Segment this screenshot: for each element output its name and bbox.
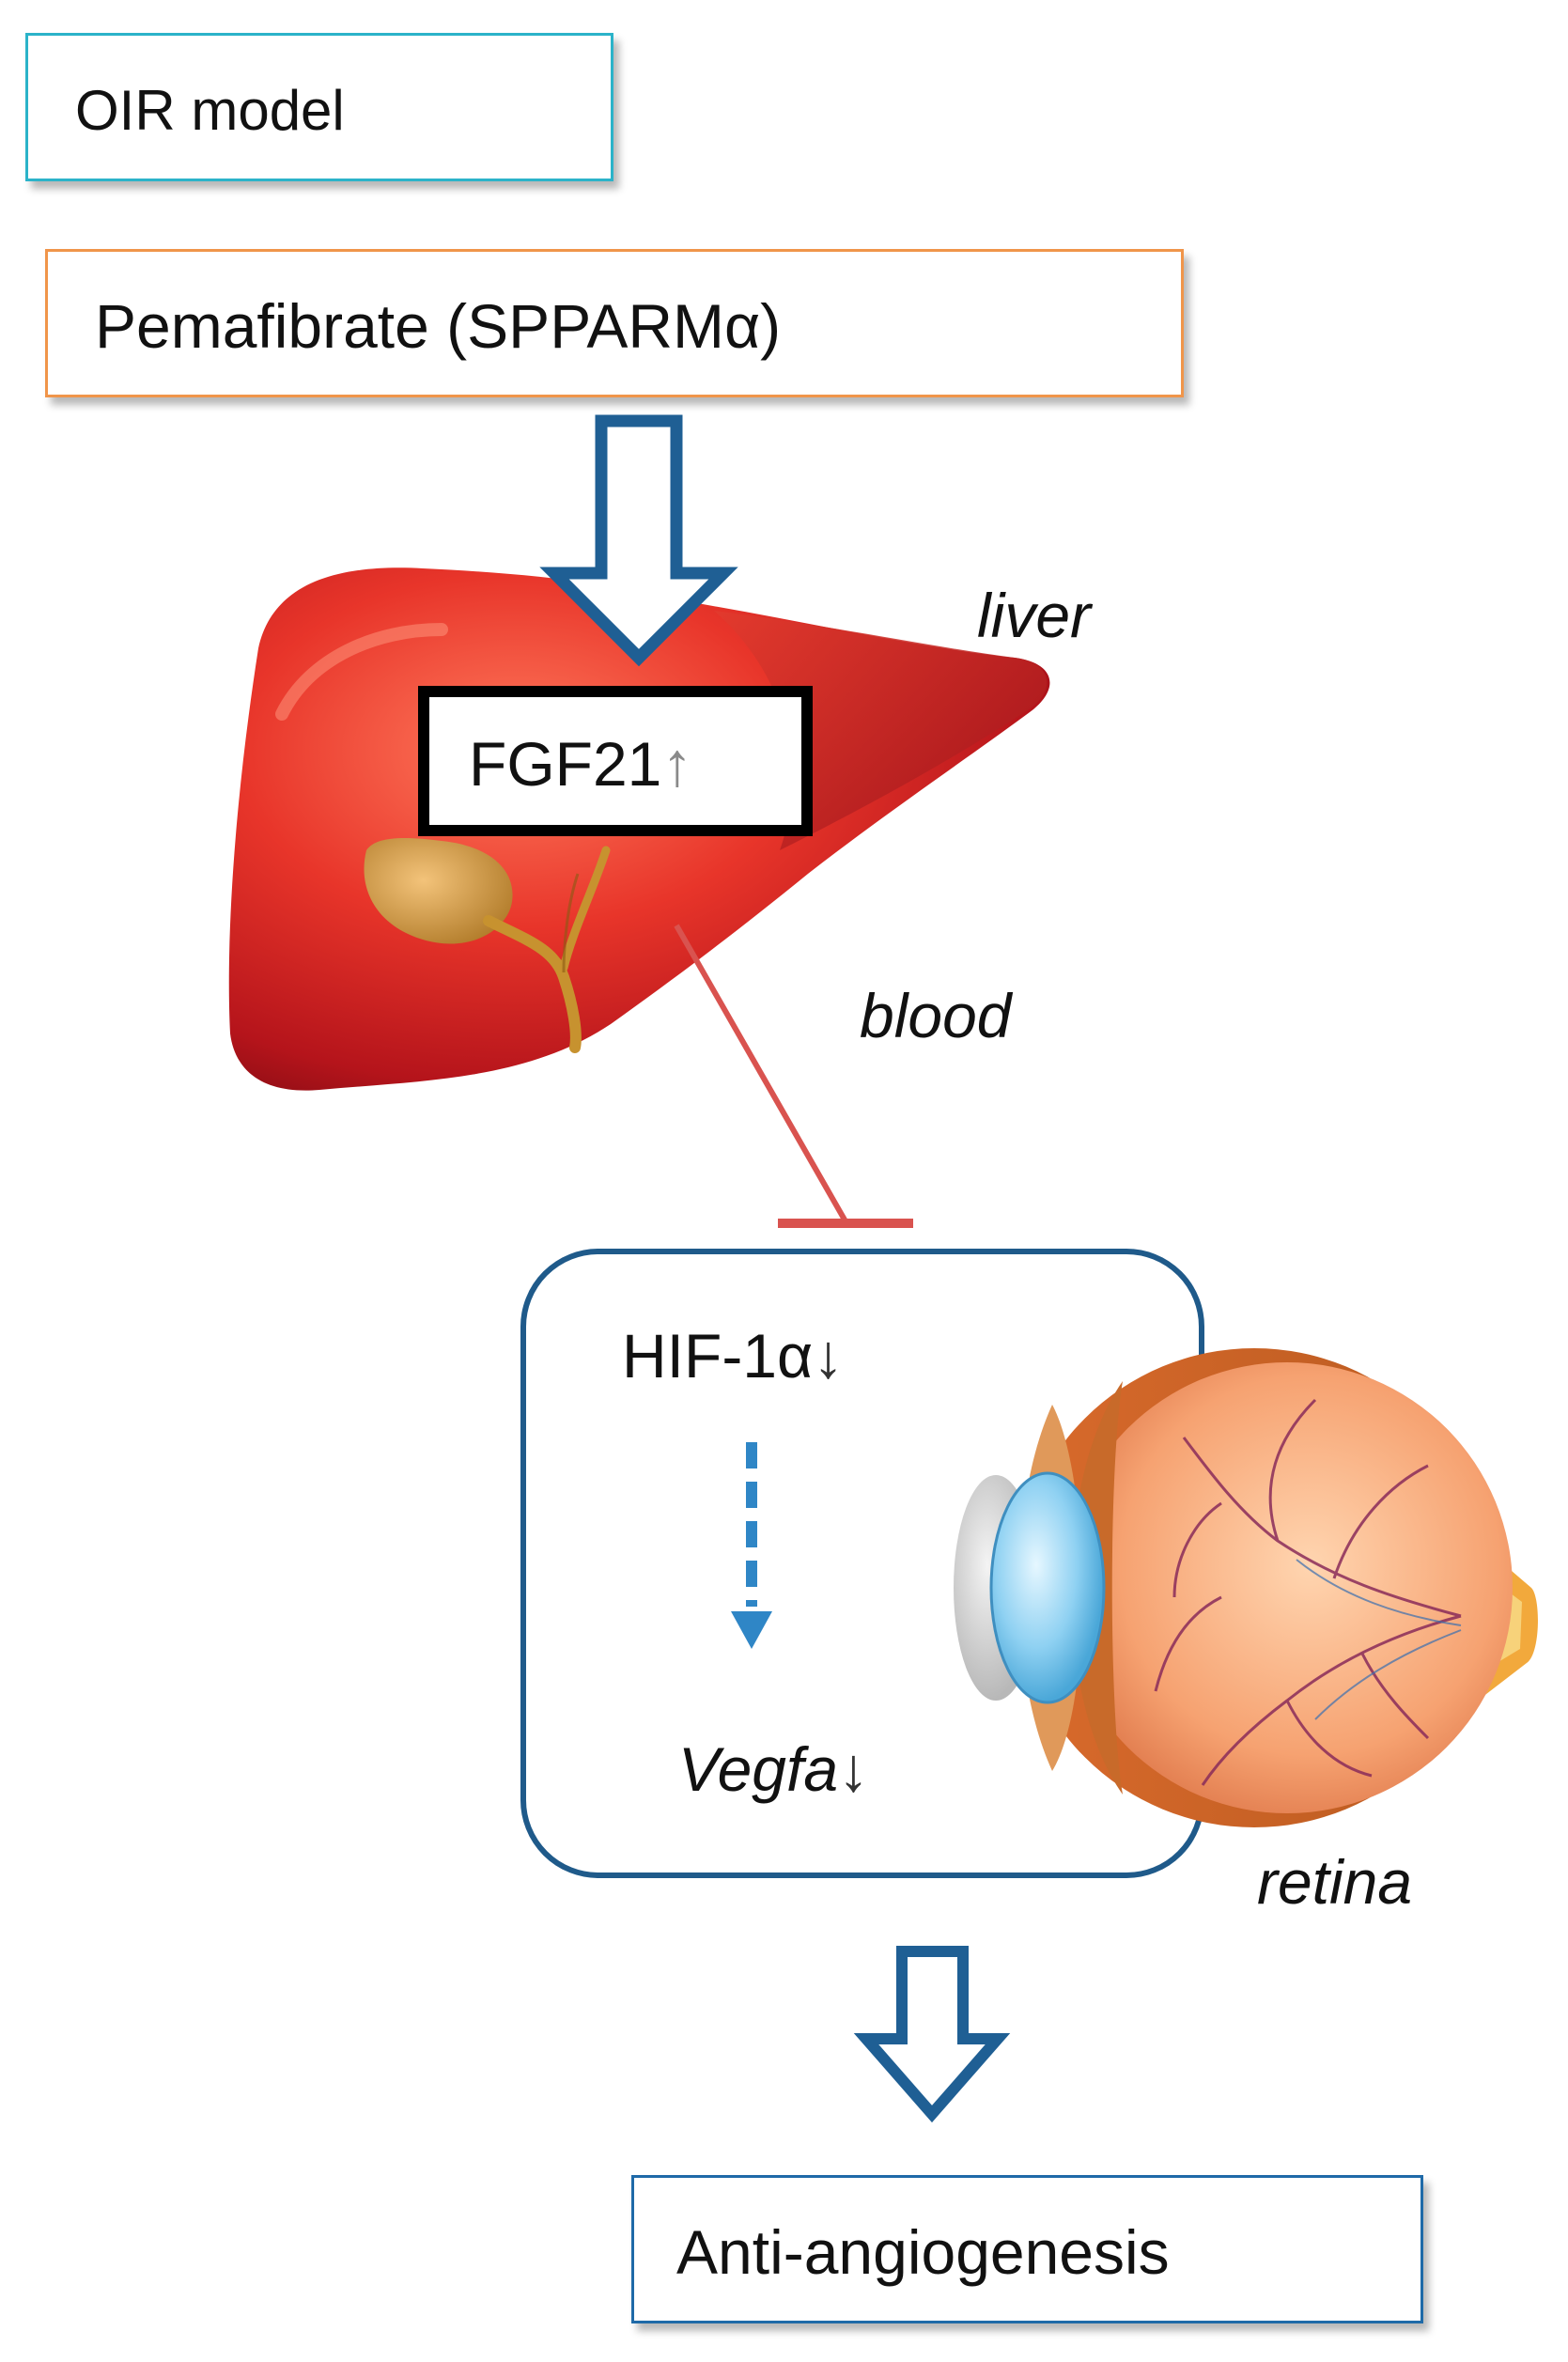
anti-angiogenesis-label: Anti-angiogenesis [676, 2217, 1170, 2287]
eye-illustration [954, 1348, 1538, 1827]
down-arrow-icon: ↓ [813, 1321, 845, 1391]
inhibition-line [674, 924, 913, 1228]
pemafibrate-label: Pemafibrate (SPPARMα) [95, 291, 782, 361]
fgf21-text: FGF21 [469, 729, 662, 799]
fgf21-label: FGF21↑ [469, 733, 692, 795]
hollow-arrow-to-outcome [853, 1946, 1011, 2123]
anti-angiogenesis-box: Anti-angiogenesis [631, 2175, 1423, 2323]
retina-annotation: retina [1257, 1847, 1413, 1917]
vegfa-text: Vegfa [678, 1734, 839, 1804]
dashed-down-arrow [731, 1442, 772, 1649]
vegfa-label: Vegfa↓ [678, 1738, 869, 1800]
hif-label: HIF-1α↓ [622, 1325, 844, 1387]
oir-model-box: OIR model [25, 33, 613, 181]
hollow-arrow-to-liver [539, 414, 738, 667]
fgf21-box: FGF21↑ [418, 686, 813, 836]
oir-model-label: OIR model [75, 79, 345, 142]
down-arrow-icon: ↓ [838, 1734, 870, 1804]
up-arrow-icon: ↑ [661, 729, 693, 799]
pemafibrate-box: Pemafibrate (SPPARMα) [45, 249, 1184, 397]
blood-annotation: blood [860, 981, 1012, 1050]
liver-annotation: liver [977, 581, 1092, 650]
hif-text: HIF-1α [622, 1321, 814, 1391]
